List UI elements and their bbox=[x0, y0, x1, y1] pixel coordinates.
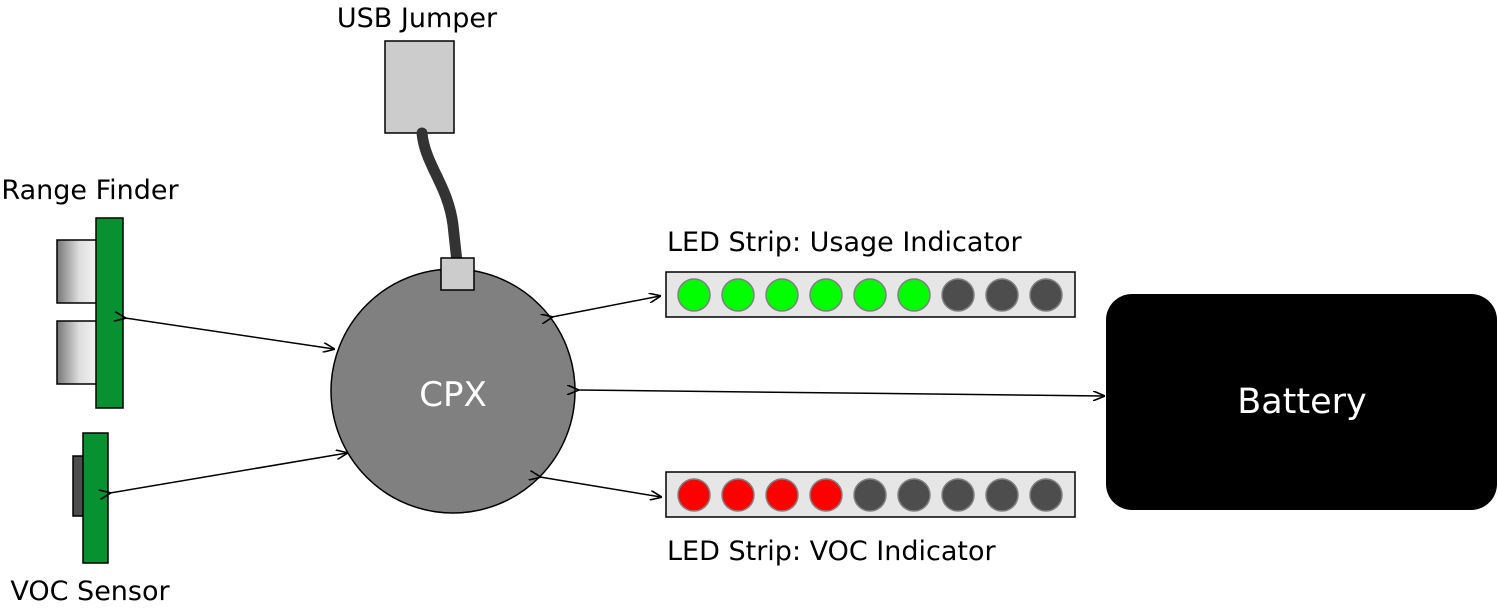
led-strip-usage-label: LED Strip: Usage Indicator bbox=[667, 227, 1023, 258]
cpx-label: CPX bbox=[419, 375, 487, 415]
voc-led-off bbox=[985, 478, 1019, 512]
usage-led-on bbox=[897, 278, 931, 312]
usb-cable bbox=[416, 127, 463, 268]
cpx-board: CPX bbox=[330, 257, 576, 514]
arrow-cpx-battery bbox=[578, 390, 1104, 396]
arrow-cpx-led-voc bbox=[540, 477, 661, 497]
range-finder-label: Range Finder bbox=[1, 175, 179, 206]
voc-led-on bbox=[721, 478, 755, 512]
voc-sensor-board bbox=[82, 432, 109, 564]
cpx-usb-port bbox=[440, 257, 475, 291]
usb-connector bbox=[384, 40, 455, 134]
usage-led-off bbox=[1029, 278, 1063, 312]
usage-led-on bbox=[765, 278, 799, 312]
usage-led-on bbox=[721, 278, 755, 312]
range-finder-transducer-top bbox=[56, 239, 98, 304]
usb-jumper-label: USB Jumper bbox=[337, 3, 498, 34]
voc-sensor-label: VOC Sensor bbox=[10, 576, 170, 607]
usage-led-on bbox=[853, 278, 887, 312]
arrow-range-finder-cpx bbox=[125, 318, 334, 349]
led-strip-usage-leds bbox=[677, 278, 1063, 312]
usage-led-off bbox=[985, 278, 1019, 312]
voc-led-off bbox=[853, 478, 887, 512]
connections bbox=[110, 296, 1104, 497]
usage-led-on bbox=[677, 278, 711, 312]
battery: Battery bbox=[1106, 294, 1497, 510]
led-strip-voc: LED Strip: VOC Indicator bbox=[665, 471, 1076, 567]
usb-jumper: USB Jumper bbox=[337, 3, 498, 268]
usage-led-off bbox=[941, 278, 975, 312]
voc-led-off bbox=[1029, 478, 1063, 512]
voc-sensor: VOC Sensor bbox=[10, 432, 171, 607]
voc-led-off bbox=[941, 478, 975, 512]
range-finder: Range Finder bbox=[1, 175, 179, 409]
led-strip-voc-leds bbox=[677, 478, 1063, 512]
voc-led-on bbox=[677, 478, 711, 512]
range-finder-transducer-bottom bbox=[56, 320, 98, 385]
arrow-voc-sensor-cpx bbox=[110, 453, 347, 493]
voc-led-on bbox=[765, 478, 799, 512]
range-finder-board bbox=[95, 217, 124, 409]
led-strip-usage: LED Strip: Usage Indicator bbox=[665, 227, 1076, 318]
voc-led-off bbox=[897, 478, 931, 512]
usage-led-on bbox=[809, 278, 843, 312]
battery-label: Battery bbox=[1237, 382, 1367, 422]
battery-body bbox=[1106, 294, 1497, 510]
arrow-cpx-led-usage bbox=[552, 296, 660, 317]
voc-led-on bbox=[809, 478, 843, 512]
led-strip-voc-label: LED Strip: VOC Indicator bbox=[667, 536, 997, 567]
